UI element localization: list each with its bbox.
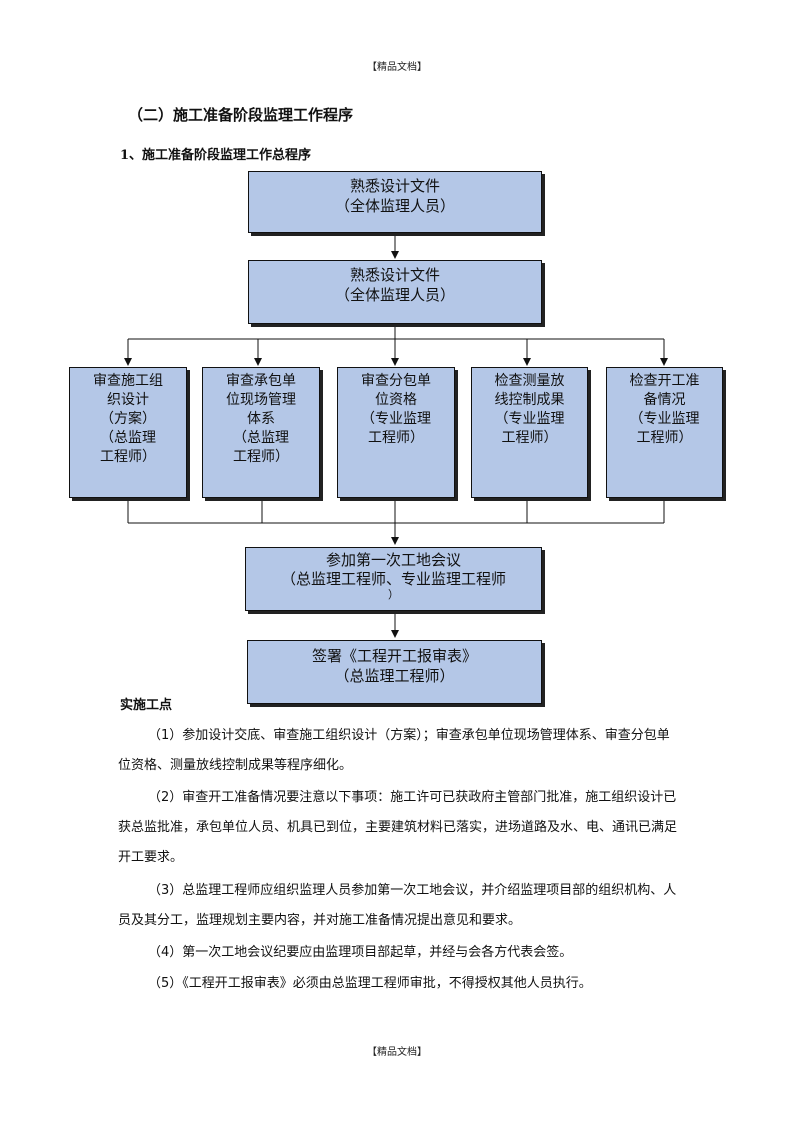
box-1-line-1: 熟悉设计文件 (349, 177, 440, 195)
key-points-label: 实施工点 (120, 698, 173, 713)
branch-box-start-preparation: 检查开工准 备情况 （专业监理 工程师） (606, 367, 723, 498)
branch-3-line-2: 位资格 (375, 392, 417, 408)
branch-2-line-2: 位现场管理 (226, 392, 296, 408)
flow-box-familiarize-design-2: 熟悉设计文件 （全体监理人员） (248, 260, 542, 324)
box-2-line-1: 熟悉设计文件 (349, 266, 440, 284)
subsection-title: 1、施工准备阶段监理工作总程序 (120, 148, 312, 163)
page-footer: 【精品文档】 (367, 1047, 427, 1058)
box-1-line-2: （全体监理人员） (334, 197, 455, 215)
branch-4-line-4: 工程师） (501, 430, 558, 446)
branch-4-line-1: 检查测量放 (494, 373, 565, 389)
branch-1-line-4: （总监理 (100, 430, 156, 446)
branch-box-survey-control: 检查测量放 线控制成果 （专业监理 工程师） (471, 367, 588, 498)
paragraph-1: （1）参加设计交底、审查施工组织设计（方案）；审查承包单位现场管理体系、审查分包… (118, 728, 670, 773)
branch-box-subcontractor: 审查分包单 位资格 （专业监理 工程师） (337, 367, 455, 498)
branch-5-line-2: 备情况 (643, 392, 686, 408)
branch-1-line-3: （方案） (100, 411, 156, 427)
box-3-line-3: ） (388, 588, 399, 601)
flow-box-familiarize-design-1: 熟悉设计文件 （全体监理人员） (248, 171, 542, 233)
branch-box-construction-plan: 审查施工组 织设计 （方案） （总监理 工程师） (69, 367, 187, 498)
branch-3-line-1: 审查分包单 (361, 373, 431, 389)
branch-5-line-4: 工程师） (636, 430, 693, 446)
flow-connectors (124, 233, 668, 638)
page-header: 【精品文档】 (367, 62, 427, 73)
box-3-line-1: 参加第一次工地会议 (325, 551, 461, 569)
branch-1-line-2: 织设计 (107, 392, 149, 408)
flow-box-sign-start-report: 签署《工程开工报审表》 （总监理工程师） (247, 640, 542, 704)
paragraph-4: （4）第一次工地会议纪要应由监理项目部起草，并经与会各方代表会签。 (148, 945, 573, 960)
branch-3-line-4: 工程师） (368, 430, 424, 446)
branch-3-line-3: （专业监理 (361, 411, 431, 427)
branch-5-line-3: （专业监理 (629, 411, 700, 427)
branch-1-line-5: 工程师） (100, 449, 156, 465)
box-3-line-2: （总监理工程师、专业监理工程师 (280, 570, 506, 588)
branch-2-line-5: 工程师） (233, 449, 289, 465)
branch-5-line-1: 检查开工准 (629, 373, 700, 389)
branch-1-line-1: 审查施工组 (93, 373, 163, 389)
paragraph-2: （2）审查开工准备情况要注意以下事项：施工许可已获政府主管部门批准，施工组织设计… (118, 790, 678, 865)
branch-4-line-3: （专业监理 (494, 411, 565, 427)
paragraph-5: （5）《工程开工报审表》必须由总监理工程师审批，不得授权其他人员执行。 (148, 976, 592, 991)
branch-2-line-4: （总监理 (233, 430, 289, 446)
box-2-line-2: （全体监理人员） (334, 286, 455, 304)
paragraph-3: （3）总监理工程师应组织监理人员参加第一次工地会议，并介绍监理项目部的组织机构、… (118, 883, 677, 928)
box-4-line-2: （总监理工程师） (334, 667, 455, 685)
branch-box-site-management: 审查承包单 位现场管理 体系 （总监理 工程师） (202, 367, 320, 498)
section-title: （二）施工准备阶段监理工作程序 (128, 106, 354, 124)
box-4-line-1: 签署《工程开工报审表》 (311, 647, 477, 665)
flow-box-first-site-meeting: 参加第一次工地会议 （总监理工程师、专业监理工程师 ） (245, 547, 542, 611)
branch-4-line-2: 线控制成果 (494, 392, 565, 408)
branch-2-line-1: 审查承包单 (226, 373, 296, 389)
branch-2-line-3: 体系 (247, 411, 275, 427)
